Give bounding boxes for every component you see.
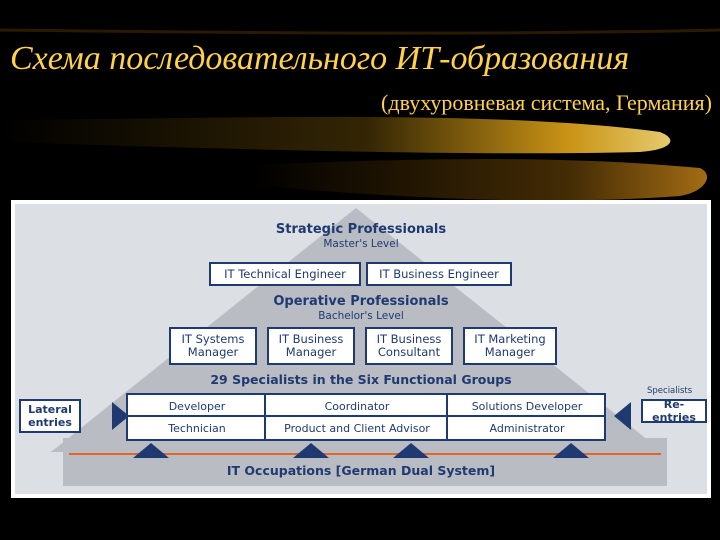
lateral-line2: entries [28,416,72,429]
education-pyramid-diagram: Strategic Professionals Master's Level I… [11,200,720,498]
specialists-label: Specialists [647,386,693,396]
role-line1: IT Marketing [474,332,546,346]
it-marketing-manager-box: IT Marketing Manager [463,327,557,365]
lateral-line1: Lateral [28,403,72,416]
strategic-professionals-title: Strategic Professionals [275,222,447,237]
it-systems-manager-box: IT Systems Manager [169,327,257,365]
role-line1: IT Business [278,332,344,346]
role-line1: IT Systems [181,332,245,346]
slide-title: Схема последовательного ИТ-образования [10,40,630,77]
slide-subtitle: (двухуровневая система, Германия) [381,90,712,115]
operative-professionals-title: Operative Professionals [273,294,449,309]
group-technician: Technician [168,421,226,435]
role-line2: Manager [484,345,536,359]
group-coordinator: Coordinator [324,399,390,413]
bachelors-level-label: Bachelor's Level [318,310,404,322]
group-administrator: Administrator [489,421,565,435]
group-solutions-developer: Solutions Developer [471,399,583,413]
role-line2: Manager [187,345,239,359]
diagram-background [11,200,711,498]
role-line1: IT Business [376,332,442,346]
specialists-groups-title: 29 Specialists in the Six Functional Gro… [210,372,512,387]
it-business-engineer-box: IT Business Engineer [366,262,512,286]
reentries-box: Re-entries [641,398,707,424]
group-product-client-advisor: Product and Client Advisor [284,421,430,435]
group-developer: Developer [168,399,226,413]
role-line2: Manager [285,345,337,359]
role-line2: Consultant [377,345,441,359]
lateral-entries-box: Lateral entries [19,399,81,433]
it-business-manager-box: IT Business Manager [267,327,355,365]
masters-level-label: Master's Level [323,238,399,250]
it-business-consultant-box: IT Business Consultant [365,327,453,365]
it-occupations-label: IT Occupations [German Dual System] [226,463,496,478]
it-technical-engineer-box: IT Technical Engineer [209,262,361,286]
